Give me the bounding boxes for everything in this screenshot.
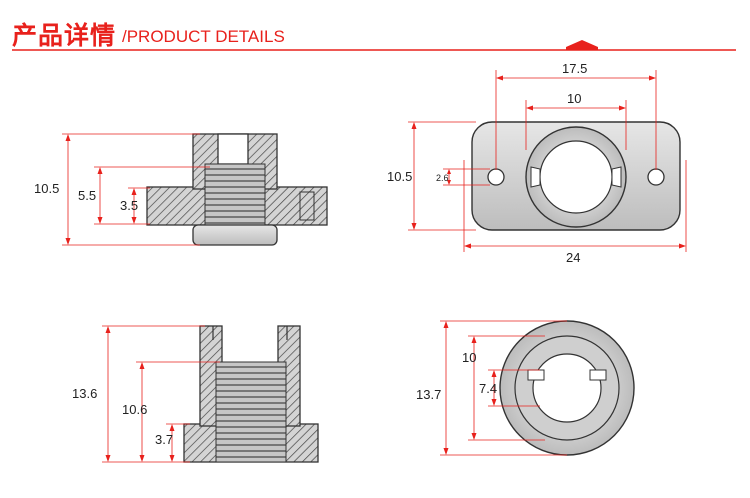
dim-label-thread-height-b: 10.6 [122, 402, 147, 417]
page-title-en: /PRODUCT DETAILS [122, 27, 285, 46]
dim-label-bore: 10 [567, 91, 581, 106]
dim-lines-top-right [408, 70, 687, 252]
dim-label-height: 10.5 [387, 169, 412, 184]
dim-label-inner-diameter: 7.4 [479, 381, 497, 396]
dim-lines-bottom-left [102, 325, 220, 463]
page-title-cn: 产品详情 [12, 21, 117, 50]
header-underline [12, 40, 736, 51]
dim-arrows-bottom-left [105, 326, 175, 462]
dim-label-outer-diameter: 13.7 [416, 387, 441, 402]
dim-label-overall-height-b: 13.6 [72, 386, 97, 401]
view-top-left-section [146, 133, 328, 246]
dim-lines-top-left [62, 133, 210, 246]
dim-label-thread-height: 5.5 [78, 188, 96, 203]
view-top-right-plan [471, 121, 681, 231]
dim-label-middle-diameter: 10 [462, 350, 476, 365]
dim-label-overall-height: 10.5 [34, 181, 59, 196]
dim-label-hole: 2.6 [436, 173, 449, 183]
dim-lines-bottom-right [440, 320, 567, 456]
header: 产品详情 /PRODUCT DETAILS [0, 0, 750, 60]
dim-label-flange-height: 3.7 [155, 432, 173, 447]
view-bottom-left-section [183, 325, 319, 463]
dim-arrows-top-right [411, 75, 686, 249]
dim-label-hole-spacing: 17.5 [562, 61, 587, 76]
dim-label-width: 24 [566, 250, 580, 265]
dim-arrows-top-left [65, 134, 137, 245]
dim-arrows-bottom-right [443, 321, 497, 455]
dim-label-base-height: 3.5 [120, 198, 138, 213]
view-bottom-right-plan [499, 320, 635, 456]
